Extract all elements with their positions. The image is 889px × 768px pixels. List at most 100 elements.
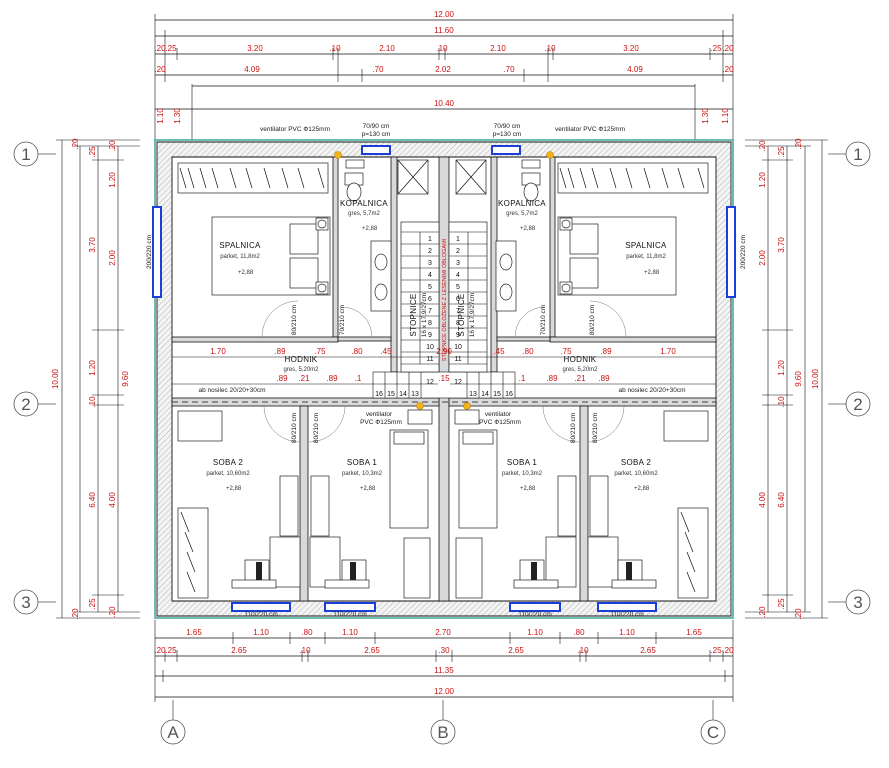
- stairs-left-label: STOPNICE: [409, 293, 418, 336]
- dim-bottom-r1-4: 2.70: [435, 628, 451, 637]
- dim-bottom-total: 12.00: [434, 687, 455, 696]
- dim-right-s6: .20: [794, 608, 803, 620]
- vent-top-right: ventilator PVC Ф125mm: [555, 126, 625, 133]
- hall-dim-right-0: .45: [493, 347, 505, 356]
- step-8-left: 8: [428, 320, 432, 327]
- stairs-right-spec: 16 x 17,9/27cm: [469, 293, 476, 337]
- dim-top-r3-6: 2.10: [490, 44, 506, 53]
- furniture-bedrooms: [177, 162, 709, 296]
- windows: [152, 145, 736, 612]
- dim-bottom-r1-5: 1.10: [527, 628, 543, 637]
- dim-top-side-l1: 1.30: [173, 108, 182, 124]
- furniture-bathrooms: [344, 159, 541, 312]
- room-soba1-left-level: +2,88: [360, 486, 376, 492]
- door-room2-right: 80/210 cm: [592, 413, 599, 443]
- dim-bottom-r2-9: .25: [710, 646, 722, 655]
- step-4-right: 4: [456, 272, 460, 279]
- room-hodnik-left-name: HODNIK: [285, 355, 318, 364]
- dim-left-b0: 1.20: [108, 172, 117, 188]
- step-1-left: 1: [428, 236, 432, 243]
- dim-top-r3-10: .20: [722, 44, 734, 53]
- window-bath-right-size: 70/90 cm: [494, 123, 521, 130]
- door-bath-left: 70/210 cm: [339, 305, 346, 335]
- room-kopalnica-left-name: KOPALNICA: [340, 199, 388, 208]
- hall-dim-left-3: .80: [351, 347, 363, 356]
- room-hodnik-right-floor: gres, 5,20m2: [562, 367, 598, 373]
- stairs-left-spec: 16 x 17,9/27cm: [421, 293, 428, 337]
- room-labels: SPALNICA parket, 11,8m2 +2,88 SPALNICA p…: [206, 199, 667, 492]
- window-bottom-3: 110/220 cm: [518, 611, 551, 618]
- furniture-lower: [177, 409, 709, 599]
- hall-dim-left-0: 1.70: [210, 347, 226, 356]
- dim-left-s1: .25: [88, 146, 97, 158]
- window-bottom-1: 110/220 cm: [244, 611, 277, 618]
- dim-bottom-r1-0: 1.65: [186, 628, 202, 637]
- step-15-right: 15: [493, 391, 501, 398]
- room-soba2-right-name: SOBA 2: [621, 458, 652, 467]
- door-bedroom-left: 80/210 cm: [291, 305, 298, 335]
- axis-row-3-right: 3: [853, 593, 862, 612]
- dim-top-r4-6: .20: [722, 65, 734, 74]
- window-bottom-2: 110/220 cm: [333, 611, 366, 618]
- hall-dim-lower-left-2: .89: [326, 374, 338, 383]
- axis-row-3-left: 3: [21, 593, 30, 612]
- step-14-right: 14: [481, 391, 489, 398]
- right-dimensions: 10.00 9.60 3.70 1.20 6.40 1.20 2.00 4.00…: [745, 138, 828, 620]
- dim-top-side-l0: 1.10: [156, 108, 165, 124]
- dim-left-a2: 6.40: [88, 492, 97, 508]
- window-bath-right-sill: p=130 cm: [493, 131, 522, 138]
- window-side-left-size: 200/220 cm: [146, 235, 153, 269]
- dim-top-r4-5: 4.09: [627, 65, 643, 74]
- step-15-left: 15: [387, 391, 395, 398]
- beam-label-left: ab nosilec 20/20+30cm: [198, 387, 265, 394]
- dim-top-r3-1: .25: [165, 44, 177, 53]
- room-soba2-right-floor: parket, 10,60m2: [614, 471, 658, 477]
- dim-left-mid: 9.60: [121, 371, 130, 387]
- dim-bottom-r2-2: 2.65: [231, 646, 247, 655]
- room-soba2-left-floor: parket, 10,60m2: [206, 471, 250, 477]
- dim-bottom-r2-7: .10: [577, 646, 589, 655]
- step-6-right: 6: [456, 296, 460, 303]
- window-bath-left: [361, 145, 391, 155]
- hall-dim-left-4: .45: [380, 347, 392, 356]
- room-kopalnica-left-level: +2,88: [362, 226, 378, 232]
- dim-right-a2: 6.40: [777, 492, 786, 508]
- dim-right-mid: 9.60: [794, 371, 803, 387]
- vent-markers: [334, 151, 554, 410]
- room-kopalnica-right-name: KOPALNICA: [498, 199, 546, 208]
- dim-bottom-inner: 11.35: [434, 666, 454, 675]
- dim-top-side-r0: 1.30: [701, 108, 710, 124]
- room-spalnica-right-name: SPALNICA: [625, 241, 667, 250]
- axis-row-2-left: 2: [21, 395, 30, 414]
- hall-dim-right-4: 1.70: [660, 347, 676, 356]
- window-side-right-size: 200/220 cm: [740, 235, 747, 269]
- stairs: [384, 221, 504, 398]
- hall-dim-right-2: .75: [560, 347, 572, 356]
- axis-row-1-left: 1: [21, 145, 30, 164]
- stairs-right-label: STOPNICE: [457, 293, 466, 336]
- dim-top-r3-5: .10: [436, 44, 448, 53]
- step-3-right: 3: [456, 260, 460, 267]
- step-2-left: 2: [428, 248, 432, 255]
- hall-dim-lower-left-3: .1: [355, 374, 362, 383]
- axis-col-a: A: [167, 723, 179, 742]
- step-2-right: 2: [456, 248, 460, 255]
- dim-bottom-r2-3: .10: [299, 646, 311, 655]
- window-room2-left: [231, 602, 291, 612]
- room-soba2-left-name: SOBA 2: [213, 458, 244, 467]
- dim-left-s3: .10: [88, 396, 97, 408]
- step-9-right: 9: [456, 332, 460, 339]
- hall-dim-lower-right-2: .21: [574, 374, 586, 383]
- hall-dim-lower-right-3: .89: [598, 374, 610, 383]
- axis-col-c: C: [707, 723, 719, 742]
- window-room1-right: [509, 602, 561, 612]
- dim-bottom-r1-1: 1.10: [253, 628, 269, 637]
- dim-left-s5: .25: [88, 598, 97, 610]
- dim-left-a0: 3.70: [88, 237, 97, 253]
- room-kopalnica-right-floor: gres, 5,7m2: [506, 211, 538, 217]
- step-11-left: 11: [426, 356, 433, 363]
- dim-right-s0: .20: [758, 140, 767, 152]
- hall-dim-left-2: .75: [314, 347, 326, 356]
- step-7-left: 7: [428, 308, 432, 315]
